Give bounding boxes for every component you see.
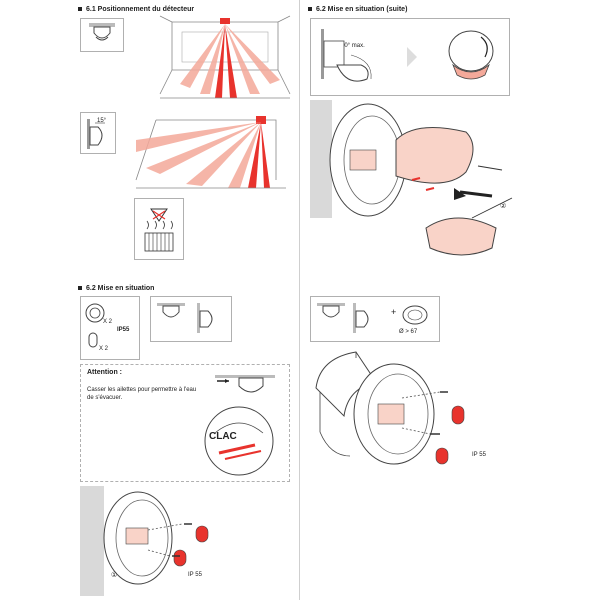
- attention-title: Attention :: [87, 369, 122, 376]
- mounting-options-box: [150, 296, 232, 342]
- wall-detection-zone-drawing: [135, 116, 286, 189]
- mounting-box-options: + Ø > 67: [310, 296, 440, 342]
- angle-15-label: 15°: [97, 118, 107, 124]
- rotation-box: 90° max.: [310, 18, 510, 96]
- parts-box: X 2 X 2 IP55: [80, 296, 140, 360]
- ip55-label-c: IP 55: [472, 452, 486, 458]
- ceiling-detector-icon: [89, 23, 115, 41]
- section-6-1-header: 6.1 Positionnement du détecteur: [78, 6, 194, 13]
- mounting-box-icons: [317, 303, 428, 333]
- flush-box-mounting-drawing: [315, 351, 465, 465]
- section-bullet: [308, 7, 312, 12]
- drain-fins-drawing: [204, 375, 275, 476]
- ip55-label-b: IP 55: [188, 572, 202, 578]
- attention-box: Attention : Casser les ailettes pour per…: [80, 364, 290, 482]
- step1-label: ①: [111, 572, 118, 579]
- step2-cover-mounting-drawing: [329, 103, 513, 256]
- ip55-label-a: IP55: [117, 327, 130, 333]
- ceiling-detector-icon-box: [80, 18, 124, 52]
- mounting-options-icons: [157, 303, 213, 333]
- gray-band-left: [80, 486, 104, 596]
- section-bullet: [78, 7, 82, 12]
- diameter-label: Ø > 67: [399, 329, 418, 335]
- attention-text: Casser les ailettes pour permettre à l'e…: [87, 387, 197, 401]
- rotation-drawing: [321, 29, 494, 82]
- wall-detector-icon-box: 15°: [80, 112, 116, 154]
- step1-base-mounting-drawing: [103, 491, 209, 585]
- section-bullet: [78, 286, 82, 291]
- plus-label: +: [391, 307, 397, 317]
- heat-source-icon-box: [134, 198, 184, 260]
- column-divider: [299, 0, 300, 600]
- clac-label: CLAC: [209, 431, 237, 442]
- step2-label: ②: [500, 203, 507, 210]
- wall-detector-icon: [87, 119, 105, 149]
- gray-band-right-top: [310, 100, 332, 218]
- qty-x2-label-a: X 2: [103, 319, 113, 325]
- heat-source-warning-icon: [144, 208, 174, 252]
- section-6-2-header: 6.2 Mise en situation: [78, 285, 154, 292]
- ceiling-detection-zone-drawing: [159, 15, 291, 99]
- section-6-2-suite-header: 6.2 Mise en situation (suite): [308, 6, 407, 13]
- angle-90-label: 90° max.: [341, 43, 365, 49]
- parts-icons: [85, 303, 105, 348]
- qty-x2-label-b: X 2: [99, 346, 109, 352]
